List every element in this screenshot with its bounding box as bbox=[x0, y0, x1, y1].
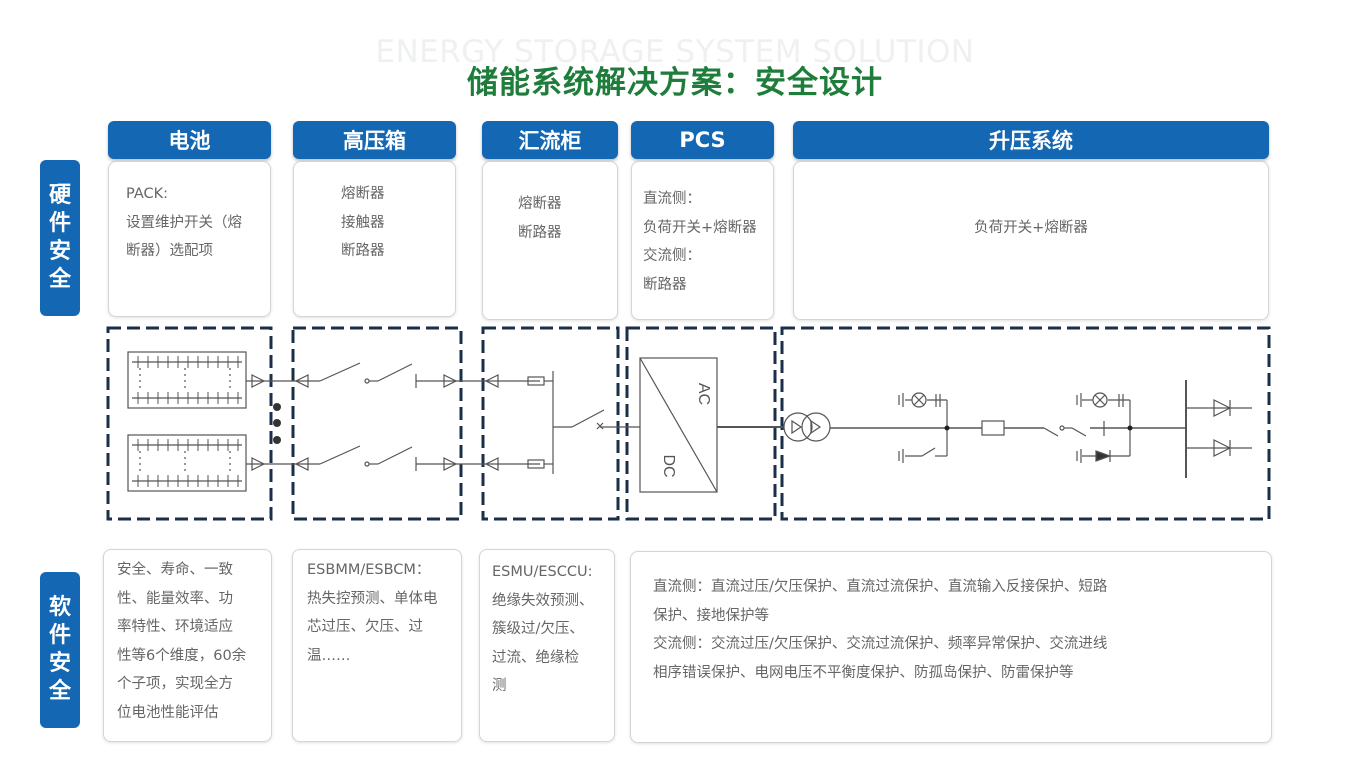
hardware-hv-line: 接触器 bbox=[341, 214, 385, 231]
software-hv-box: ESBMM/ESBCM： 热失控预测、单体电 芯过压、欠压、过 温…… bbox=[292, 549, 462, 742]
header-boost-system: 升压系统 bbox=[793, 121, 1269, 159]
hardware-battery-line: 断器）选配项 bbox=[126, 243, 213, 259]
software-combiner-line: 过流、绝缘检 bbox=[492, 649, 579, 666]
header-battery: 电池 bbox=[108, 121, 271, 159]
boost-dashed-frame bbox=[780, 326, 1271, 521]
software-combiner-line: 测 bbox=[492, 678, 507, 694]
combiner-dashed-frame bbox=[481, 326, 620, 521]
hardware-battery-box: PACK: 设置维护开关（熔 断器）选配项 bbox=[108, 161, 271, 317]
software-hv-line: ESBMM/ESBCM： bbox=[307, 562, 431, 578]
hardware-label-char: 安 bbox=[48, 239, 71, 264]
software-pcs-line: 直流侧：直流过压/欠压保护、直流过流保护、直流输入反接保护、短路 bbox=[653, 579, 1108, 595]
software-combiner-line: ESMU/ESCCU: bbox=[492, 564, 593, 580]
software-safety-label: 软 件 安 全 bbox=[40, 572, 80, 728]
junction-dots bbox=[944, 425, 1133, 431]
software-pcs-line: 保护、接地保护等 bbox=[653, 607, 769, 624]
combiner-bus bbox=[552, 371, 640, 474]
mv-line bbox=[830, 380, 1252, 478]
hardware-hv-line: 熔断器 bbox=[341, 186, 385, 202]
header-hv-box: 高压箱 bbox=[293, 121, 456, 159]
hardware-safety-label: 硬 件 安 全 bbox=[40, 160, 80, 316]
software-label-char: 全 bbox=[48, 679, 71, 704]
hardware-pcs-line: 断路器 bbox=[643, 276, 687, 293]
battery-dashed-frame bbox=[106, 326, 273, 521]
hardware-combiner-line: 断路器 bbox=[518, 224, 562, 241]
header-pcs: PCS bbox=[631, 121, 774, 159]
hardware-battery-line: PACK: bbox=[126, 186, 168, 202]
software-battery-line: 个子项，实现全方 bbox=[117, 676, 233, 692]
software-hv-line: 芯过压、欠压、过 bbox=[307, 619, 423, 635]
page-title: 储能系统解决方案：安全设计 bbox=[467, 65, 883, 101]
hardware-label-char: 全 bbox=[48, 267, 71, 292]
transformer bbox=[783, 412, 831, 442]
pcs-dashed-frame bbox=[625, 326, 777, 521]
software-pcs-boost-box: 直流侧：直流过压/欠压保护、直流过流保护、直流输入反接保护、短路 保护、接地保护… bbox=[630, 551, 1272, 743]
converter-dc-label: DC bbox=[660, 454, 677, 477]
software-battery-line: 率特性、环境适应 bbox=[117, 619, 233, 635]
software-combiner-line: 绝缘失效预测、 bbox=[492, 592, 594, 609]
software-label-char: 安 bbox=[48, 651, 71, 676]
software-battery-line: 安全、寿命、一致 bbox=[117, 562, 233, 578]
converter-ac-label: AC bbox=[695, 383, 712, 405]
software-hv-line: 温…… bbox=[307, 647, 351, 664]
header-combiner: 汇流柜 bbox=[482, 121, 618, 159]
hv-dashed-frame bbox=[291, 326, 463, 521]
hardware-combiner-line: 熔断器 bbox=[518, 196, 562, 212]
hardware-hv-line: 断路器 bbox=[341, 243, 385, 259]
software-battery-line: 性等6个维度，60余 bbox=[117, 647, 247, 664]
software-combiner-line: 簇级过/欠压、 bbox=[492, 621, 584, 637]
hardware-label-char: 件 bbox=[48, 211, 71, 236]
hardware-pcs-line: 交流侧： bbox=[643, 248, 701, 264]
software-battery-box: 安全、寿命、一致 性、能量效率、功 率特性、环境适应 性等6个维度，60余 个子… bbox=[103, 549, 272, 742]
upper-feeder bbox=[246, 362, 553, 388]
software-pcs-line: 交流侧：交流过压/欠压保护、交流过流保护、频率异常保护、交流进线 bbox=[653, 636, 1108, 652]
hardware-label-char: 硬 bbox=[48, 183, 71, 208]
pcs-converter bbox=[639, 357, 784, 493]
hardware-battery-line: 设置维护开关（熔 bbox=[126, 214, 242, 231]
connector-dots bbox=[273, 403, 281, 444]
battery-rack-top bbox=[127, 351, 247, 409]
software-label-char: 件 bbox=[48, 623, 71, 648]
lower-feeder bbox=[246, 445, 553, 471]
hardware-boost-line: 负荷开关+熔断器 bbox=[974, 220, 1088, 236]
hardware-combiner-box: 熔断器 断路器 bbox=[482, 161, 618, 320]
software-combiner-box: ESMU/ESCCU: 绝缘失效预测、 簇级过/欠压、 过流、绝缘检 测 bbox=[479, 549, 615, 742]
battery-rack-bottom bbox=[127, 434, 247, 492]
hardware-pcs-line: 直流侧： bbox=[643, 191, 701, 207]
hardware-boost-box: 负荷开关+熔断器 bbox=[793, 161, 1269, 320]
software-battery-line: 性、能量效率、功 bbox=[117, 590, 233, 607]
hardware-pcs-box: 直流侧： 负荷开关+熔断器 交流侧： 断路器 bbox=[631, 161, 774, 320]
hardware-hv-box: 熔断器 接触器 断路器 bbox=[293, 161, 456, 317]
software-hv-line: 热失控预测、单体电 bbox=[307, 590, 438, 607]
watermark-title: ENERGY STORAGE SYSTEM SOLUTION bbox=[375, 34, 975, 70]
software-battery-line: 位电池性能评估 bbox=[117, 704, 219, 721]
software-pcs-line: 相序错误保护、电网电压不平衡度保护、防孤岛保护、防雷保护等 bbox=[653, 664, 1074, 681]
software-label-char: 软 bbox=[48, 595, 71, 620]
hardware-pcs-line: 负荷开关+熔断器 bbox=[643, 219, 757, 236]
